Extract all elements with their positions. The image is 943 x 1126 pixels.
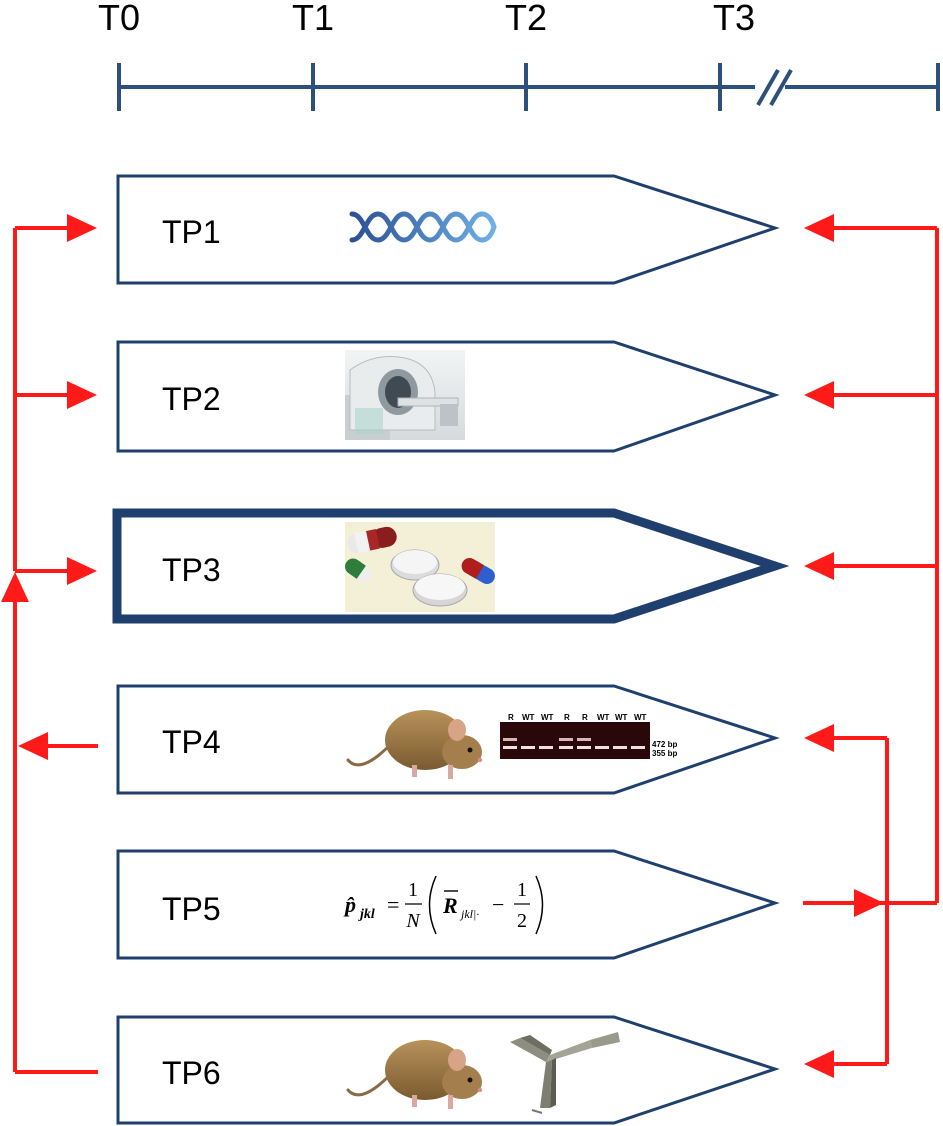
tick-label-t3: T3: [713, 0, 755, 38]
eq-lhs: p̂: [343, 892, 356, 917]
tick-label-t1: T1: [292, 0, 334, 38]
arrowhead-from-tp5-right: [854, 889, 884, 917]
panel-label-tp6: TP6: [162, 1055, 221, 1091]
eq-paren-right: [535, 875, 544, 935]
eq-lhs-sub: jkl: [358, 907, 375, 922]
gel-lane-1: R: [508, 713, 514, 722]
arrowhead-to-tp1-right: [804, 214, 834, 242]
dna-icon: [349, 211, 497, 243]
panel-label-tp4: TP4: [162, 724, 221, 760]
panel-label-tp2: TP2: [162, 381, 221, 417]
gel-lane-7: WT: [615, 713, 628, 722]
eq-num: 1: [408, 879, 418, 901]
gel-lane-5: R: [582, 713, 588, 722]
panel-label-tp1: TP1: [162, 214, 221, 250]
y-maze-icon: [510, 1032, 620, 1114]
equation: p̂ jkl = 1 N R jkl|· − 1 2: [343, 875, 544, 935]
pills-icon: [345, 522, 495, 612]
right-arrow-system: [803, 214, 939, 1078]
tick-label-t2: T2: [505, 0, 547, 38]
eq-den: N: [405, 910, 421, 932]
panel-label-tp5: TP5: [162, 891, 221, 927]
arrowhead-to-tp4-right: [804, 724, 834, 752]
panel-tp5: TP5: [116, 849, 780, 960]
eq-paren-left: [428, 875, 437, 935]
gel-lane-4: R: [564, 713, 570, 722]
timeline: [117, 63, 940, 111]
mri-scanner-icon: [345, 350, 465, 440]
mouse-icon-tp4: [346, 710, 483, 779]
eq-rbar: R: [442, 893, 458, 918]
panel-label-tp3: TP3: [162, 552, 221, 588]
arrowhead-to-tp2-right: [804, 381, 834, 409]
gel-lane-8: WT: [634, 713, 647, 722]
arrowhead-from-tp4-left: [18, 732, 48, 760]
arrowhead-to-tp2-left: [67, 381, 97, 409]
arrowhead-up-left: [1, 572, 29, 602]
gel-lane-3: WT: [541, 713, 554, 722]
gel-band-355: 355 bp: [652, 749, 677, 758]
eq-half-num: 1: [517, 879, 527, 901]
gel-lane-6: WT: [597, 713, 610, 722]
gel-lane-2: WT: [522, 713, 535, 722]
arrowhead-to-tp6-right: [804, 1050, 834, 1078]
gel-band-472: 472 bp: [652, 740, 677, 749]
mouse-icon-tp6: [346, 1040, 483, 1109]
eq-half-den: 2: [517, 910, 527, 932]
eq-minus: −: [492, 892, 504, 917]
left-arrow-system: [1, 214, 98, 1074]
arrowhead-to-tp1-left: [67, 214, 97, 242]
arrowhead-to-tp3-right: [804, 552, 834, 580]
tick-label-t0: T0: [98, 0, 140, 38]
gel-image: R WT WT R R WT WT WT 472 bp 355 bp: [500, 713, 677, 759]
arrowhead-to-tp3-left: [67, 557, 97, 585]
eq-rbar-sub: jkl|·: [459, 907, 479, 921]
timeline-break-mark: [756, 69, 793, 106]
eq-equals: =: [387, 892, 399, 917]
